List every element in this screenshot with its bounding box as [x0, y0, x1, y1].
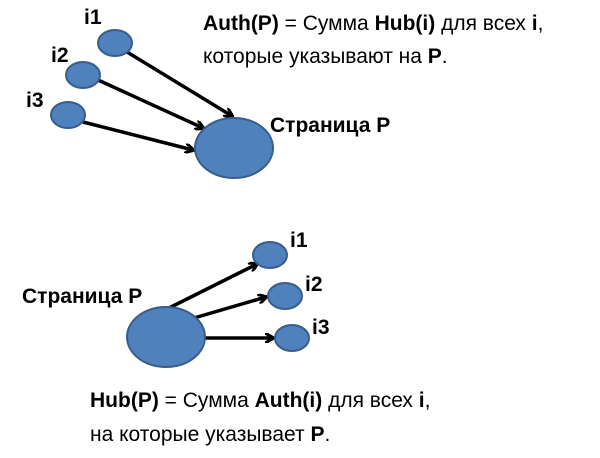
arrow-i2-to-p [97, 78, 203, 128]
formula-segment: Hub(P) [90, 389, 159, 412]
label-i3: i3 [312, 316, 330, 339]
formula-segment: на которые указывает [90, 423, 310, 446]
label-i2: i2 [305, 273, 323, 296]
hub-formula-line2: на которые указывает P. [90, 423, 330, 446]
label-page-p: Страница P [270, 114, 390, 137]
formula-segment: Hub(i) [375, 12, 436, 35]
label-i3: i3 [26, 89, 44, 112]
arrow-i3-to-p [82, 120, 193, 150]
formula-segment: P [428, 45, 442, 68]
formula-segment: = Сумма [279, 12, 375, 35]
formula-segment: Auth(i) [255, 389, 323, 412]
formula-segment: , [425, 389, 431, 412]
formula-segment: i [532, 12, 538, 35]
formula-segment: которые указывают на [203, 45, 428, 68]
hub-formula-line1: Hub(P) = Сумма Auth(i) для всех i, [90, 389, 430, 412]
auth-formula-line1: Auth(P) = Сумма Hub(i) для всех i, [203, 12, 543, 35]
node-i3 [274, 324, 310, 352]
node-page-p [126, 306, 206, 368]
auth-formula-line2: которые указывают на P. [203, 45, 448, 68]
node-i2 [65, 61, 101, 89]
label-i1: i1 [290, 229, 308, 252]
formula-segment: i [419, 389, 425, 412]
authority-diagram: i1 i2 i3 Страница P Auth(P) = Сумма Hub(… [26, 6, 543, 179]
formula-segment: = Сумма [159, 389, 255, 412]
node-page-p [194, 117, 274, 179]
arrow-p-to-i1 [166, 264, 257, 311]
formula-segment: . [442, 45, 448, 68]
formula-segment: P [310, 423, 324, 446]
formula-segment: для всех [435, 12, 532, 35]
label-i2: i2 [51, 44, 69, 67]
node-i3 [50, 101, 86, 129]
arrow-p-to-i2 [193, 297, 266, 320]
node-i2 [267, 282, 303, 310]
label-i1: i1 [84, 6, 102, 29]
arrow-i1-to-p [126, 50, 232, 116]
formula-segment: Auth(P) [203, 12, 279, 35]
formula-segment: , [538, 12, 544, 35]
formula-segment: для всех [322, 389, 419, 412]
node-i1 [97, 29, 133, 57]
formula-segment: . [324, 423, 330, 446]
node-i1 [252, 241, 288, 269]
hub-diagram: i1 i2 i3 Страница P Hub(P) = Сумма Auth(… [22, 229, 430, 446]
label-page-p: Страница P [22, 285, 142, 308]
